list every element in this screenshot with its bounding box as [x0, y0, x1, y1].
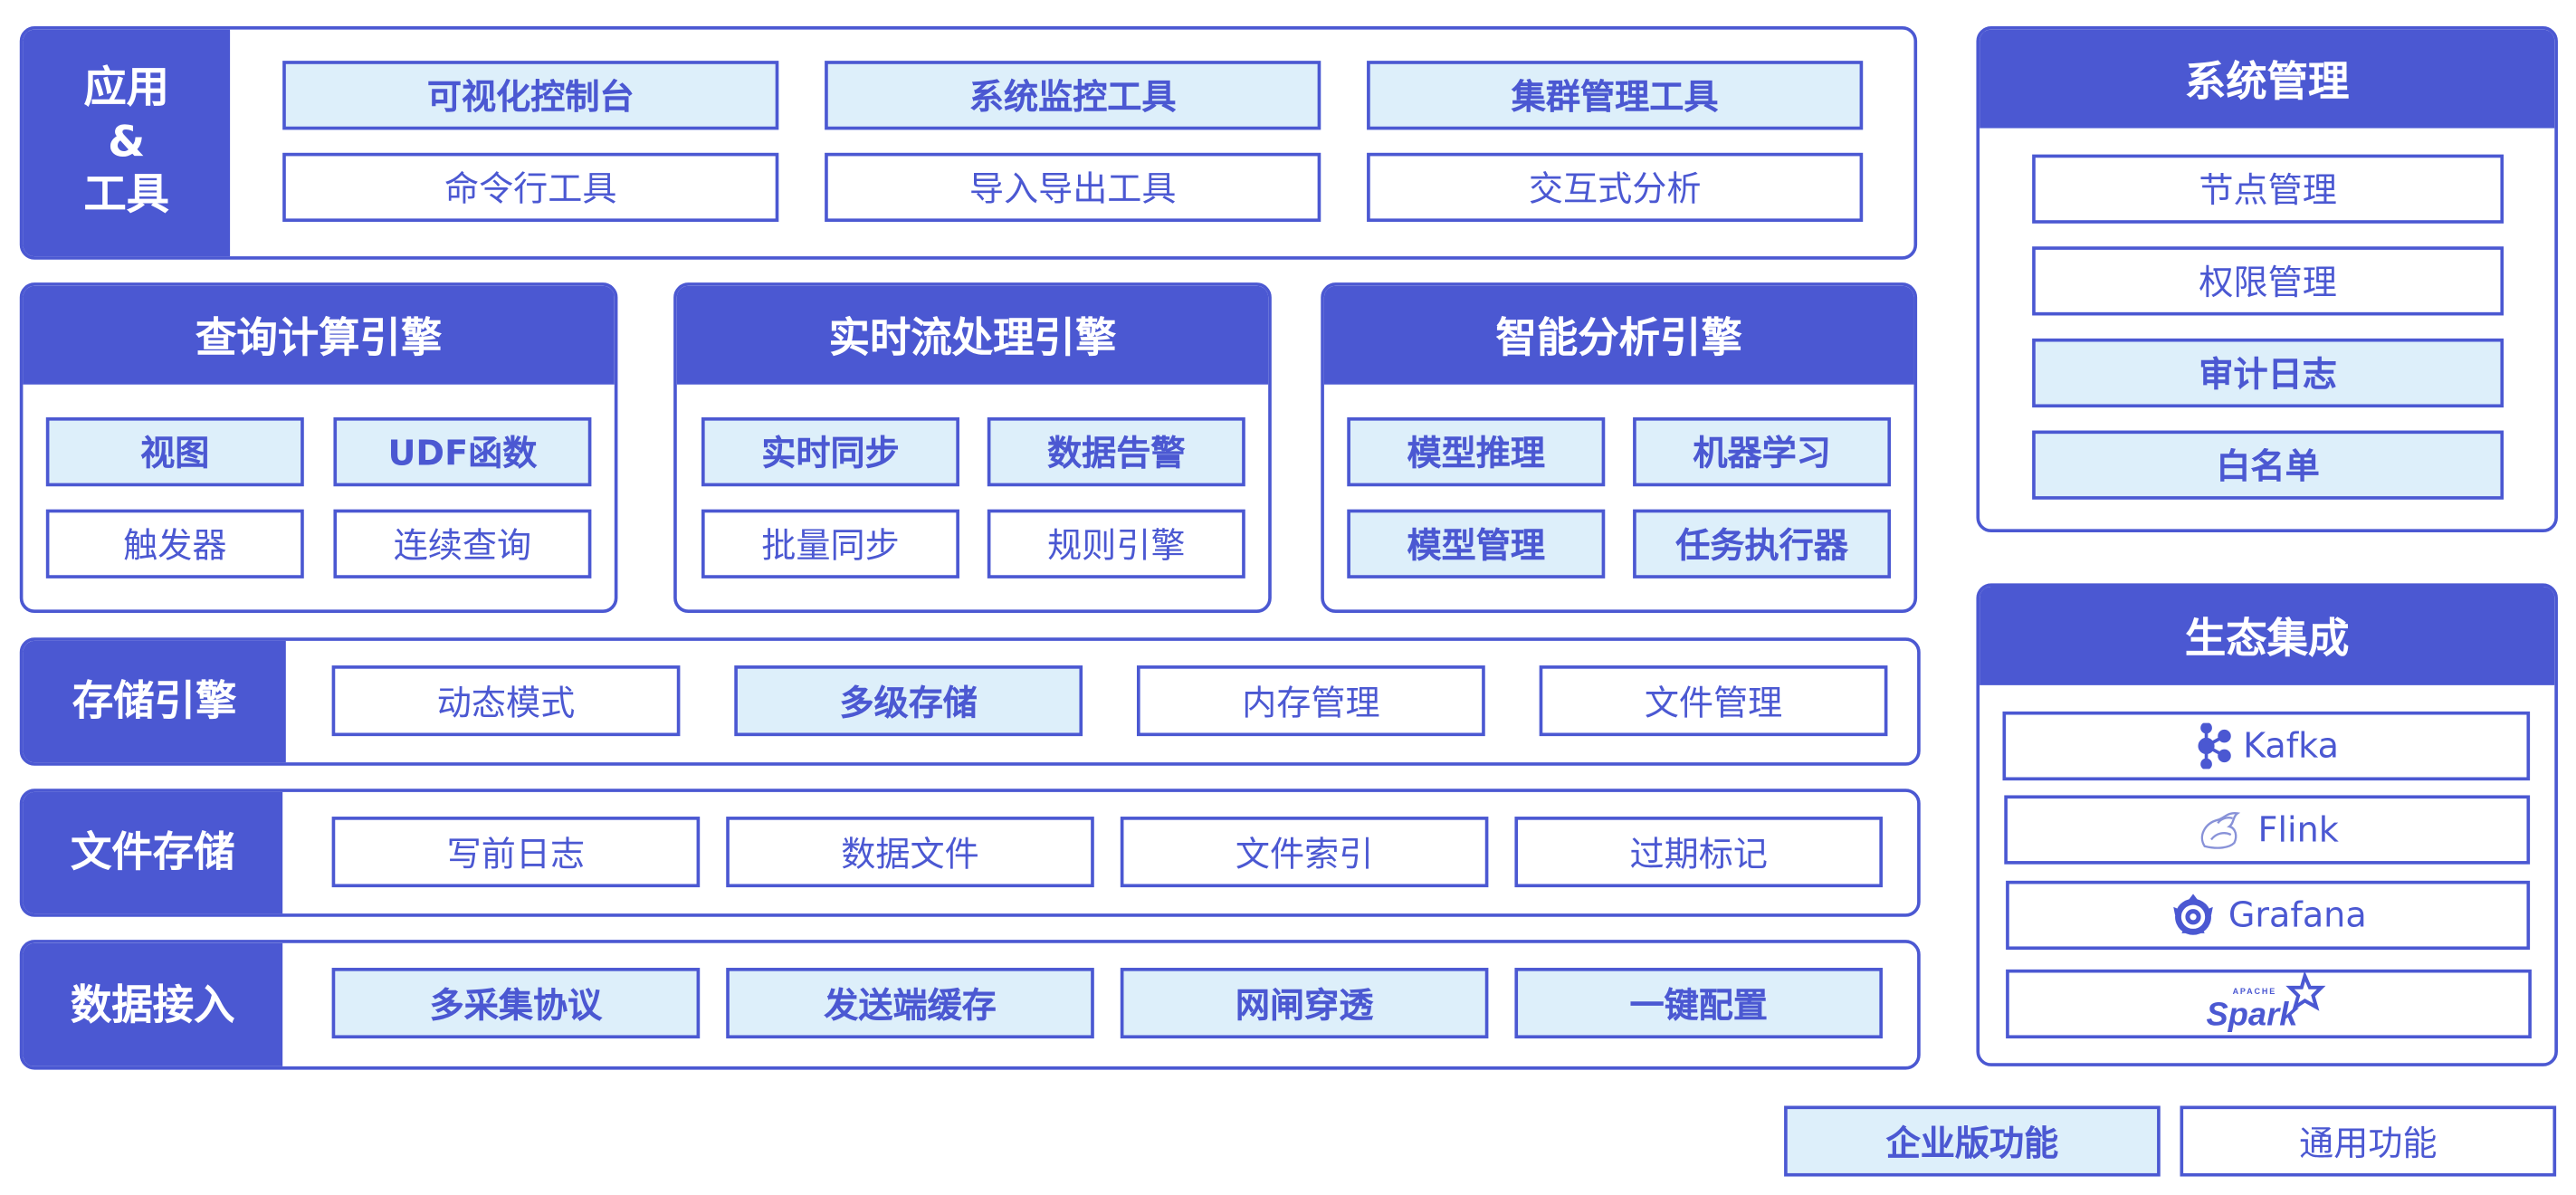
- feature-item: 一键配置: [1514, 968, 1883, 1039]
- feature-item: 规则引擎: [987, 509, 1245, 578]
- svg-text:Spark: Spark: [2207, 996, 2300, 1033]
- feature-item: 数据文件: [726, 817, 1094, 888]
- panel-title: 生态集成: [1980, 586, 2555, 685]
- feature-item: 集群管理工具: [1367, 61, 1864, 130]
- feature-item: 触发器: [45, 509, 304, 578]
- integration-item: Kafka: [2002, 711, 2531, 781]
- feature-item: 写前日志: [331, 817, 701, 888]
- feature-item: 多级存储: [734, 665, 1083, 737]
- feature-item: 任务执行器: [1633, 509, 1892, 578]
- feature-item: 节点管理: [2032, 154, 2504, 224]
- feature-item: 模型管理: [1347, 509, 1606, 578]
- feature-item: 白名单: [2032, 430, 2504, 500]
- app-tools-layer: 应用 & 工具 可视化控制台 系统监控工具 集群管理工具 命令行工具 导入导出工…: [19, 26, 1918, 260]
- layer-label: 数据接入: [23, 942, 283, 1066]
- feature-item: 机器学习: [1633, 417, 1892, 487]
- panel-title: 系统管理: [1980, 29, 2555, 129]
- integration-label: Kafka: [2243, 726, 2339, 766]
- panel-title: 查询计算引擎: [23, 285, 615, 385]
- integration-item: Grafana: [2006, 880, 2531, 951]
- feature-item: 实时同步: [701, 417, 959, 487]
- feature-item: 命令行工具: [282, 152, 779, 223]
- stream-engine-panel: 实时流处理引擎 实时同步 数据告警 批量同步 规则引擎: [673, 282, 1272, 613]
- feature-item: 文件索引: [1120, 817, 1489, 888]
- feature-item: 批量同步: [701, 509, 959, 578]
- kafka-logo-icon: [2194, 722, 2234, 770]
- system-management-panel: 系统管理 节点管理 权限管理 审计日志 白名单: [1976, 26, 2558, 533]
- feature-item: 交互式分析: [1367, 152, 1864, 223]
- feature-item: 多采集协议: [331, 968, 701, 1039]
- feature-item: 导入导出工具: [825, 152, 1321, 223]
- data-ingest-layer: 数据接入 多采集协议 发送端缓存 网闸穿透 一键配置: [19, 940, 1921, 1070]
- integration-item: Flink: [2004, 795, 2531, 865]
- legend-general: 通用功能: [2180, 1105, 2557, 1177]
- query-engine-panel: 查询计算引擎 视图 UDF函数 触发器 连续查询: [19, 282, 618, 613]
- feature-item: 动态模式: [331, 665, 681, 737]
- integration-label: Flink: [2257, 809, 2339, 850]
- feature-item: 文件管理: [1539, 665, 1888, 737]
- feature-item: 视图: [45, 417, 304, 487]
- storage-engine-layer: 存储引擎 动态模式 多级存储 内存管理 文件管理: [19, 637, 1921, 766]
- grafana-logo-icon: [2170, 891, 2218, 940]
- file-storage-layer: 文件存储 写前日志 数据文件 文件索引 过期标记: [19, 789, 1921, 917]
- panel-title: 实时流处理引擎: [676, 285, 1269, 385]
- flink-logo-icon: [2196, 804, 2248, 856]
- ai-engine-panel: 智能分析引擎 模型推理 机器学习 模型管理 任务执行器: [1321, 282, 1918, 613]
- feature-item: 系统监控工具: [825, 61, 1321, 130]
- feature-item: 数据告警: [987, 417, 1245, 487]
- layer-label: 文件存储: [23, 791, 283, 914]
- layer-label: 应用 & 工具: [23, 29, 231, 257]
- feature-item: UDF函数: [333, 417, 592, 487]
- layer-label: 存储引擎: [23, 640, 286, 763]
- feature-item: 过期标记: [1514, 817, 1883, 888]
- feature-item: 审计日志: [2032, 338, 2504, 408]
- feature-item: 连续查询: [333, 509, 592, 578]
- feature-item: 权限管理: [2032, 246, 2504, 316]
- feature-item: 模型推理: [1347, 417, 1606, 487]
- feature-item: 网闸穿透: [1120, 968, 1489, 1039]
- integration-label: Grafana: [2228, 895, 2367, 935]
- legend-enterprise: 企业版功能: [1784, 1105, 2161, 1177]
- feature-item: 可视化控制台: [282, 61, 779, 130]
- panel-title: 智能分析引擎: [1323, 285, 1914, 385]
- feature-item: 发送端缓存: [726, 968, 1094, 1039]
- svg-text:APACHE: APACHE: [2233, 987, 2277, 996]
- feature-item: 内存管理: [1136, 665, 1485, 737]
